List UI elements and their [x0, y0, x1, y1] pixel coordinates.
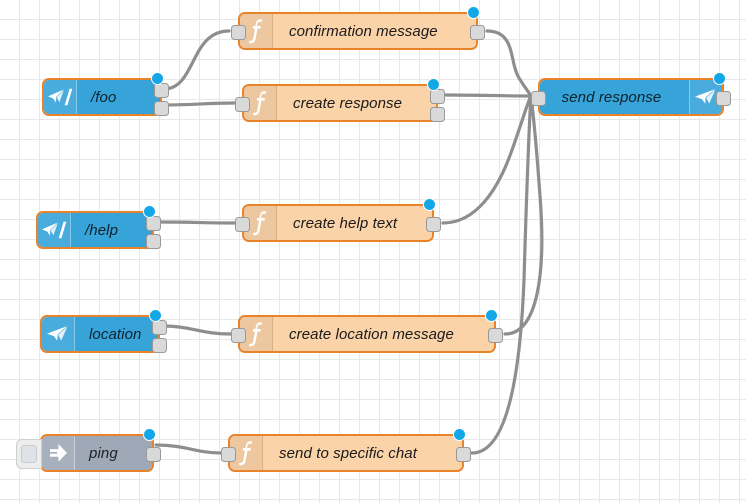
node-label: create response [293, 94, 403, 112]
output-port-1[interactable] [430, 107, 445, 122]
node-send-response[interactable]: send response [531, 72, 731, 116]
node-label: location [89, 325, 142, 343]
output-port-1[interactable] [146, 234, 161, 249]
node-label: create help text [293, 214, 398, 232]
status-dot [143, 428, 156, 441]
node-send-to-specific-chat[interactable]: send to specific chat [221, 428, 471, 472]
status-dot [713, 72, 726, 85]
output-port-0[interactable] [154, 83, 169, 98]
node-label: send to specific chat [279, 444, 418, 462]
telegram-command-icon [44, 80, 77, 114]
inject-button-pad [21, 445, 37, 463]
wire-location-to-create-location-message [160, 324, 233, 336]
output-port-0[interactable] [470, 25, 485, 40]
status-dot [453, 428, 466, 441]
wire-foo-to-create-response [162, 101, 237, 107]
node-label: confirmation message [289, 22, 438, 40]
node-label: /foo [91, 88, 117, 106]
status-dot [143, 205, 156, 218]
telegram-command-icon [38, 213, 71, 247]
node-create-help-text[interactable]: create help text [235, 198, 441, 242]
wire-foo-to-confirmation [162, 29, 231, 91]
wire-ping-to-send-specific [154, 443, 223, 455]
output-port-0[interactable] [146, 216, 161, 231]
input-port[interactable] [231, 328, 246, 343]
output-port-0[interactable] [146, 447, 161, 462]
wire-confirmation-to-send [485, 29, 533, 98]
input-port[interactable] [235, 97, 250, 112]
output-port-0[interactable] [430, 89, 445, 104]
status-dot [485, 309, 498, 322]
output-port-0[interactable] [716, 91, 731, 106]
output-port-0[interactable] [152, 320, 167, 335]
node-create-response[interactable]: create response [235, 78, 445, 122]
output-port-0[interactable] [456, 447, 471, 462]
node-label: /help [85, 221, 119, 239]
status-dot [151, 72, 164, 85]
output-port-1[interactable] [152, 338, 167, 353]
wire-create-help-text-to-send [441, 94, 533, 225]
input-port[interactable] [531, 91, 546, 106]
inject-arrow-icon [42, 436, 75, 470]
node-help-command[interactable]: /help [36, 205, 161, 249]
node-location-command[interactable]: location [40, 309, 167, 353]
output-port-0[interactable] [426, 217, 441, 232]
status-dot [423, 198, 436, 211]
wire-help-to-create-help-text [154, 220, 237, 225]
wire-send-specific-to-send-response [470, 94, 533, 455]
output-port-1[interactable] [154, 101, 169, 116]
input-port[interactable] [221, 447, 236, 462]
wire-create-response-to-send [444, 93, 533, 98]
wire-create-location-to-send [503, 94, 544, 336]
output-port-0[interactable] [488, 328, 503, 343]
telegram-plane-icon [42, 317, 75, 351]
status-dot [149, 309, 162, 322]
status-dot [427, 78, 440, 91]
node-label: ping [89, 444, 118, 462]
input-port[interactable] [231, 25, 246, 40]
node-ping-inject[interactable]: ping [16, 428, 161, 472]
node-label: send response [561, 88, 662, 106]
node-label: create location message [289, 325, 454, 343]
status-dot [467, 6, 480, 19]
node-foo-command[interactable]: /foo [42, 72, 169, 116]
node-create-location-message[interactable]: create location message [231, 309, 503, 353]
node-confirmation-message[interactable]: confirmation message [231, 6, 485, 50]
inject-trigger-button[interactable] [16, 439, 42, 469]
input-port[interactable] [235, 217, 250, 232]
